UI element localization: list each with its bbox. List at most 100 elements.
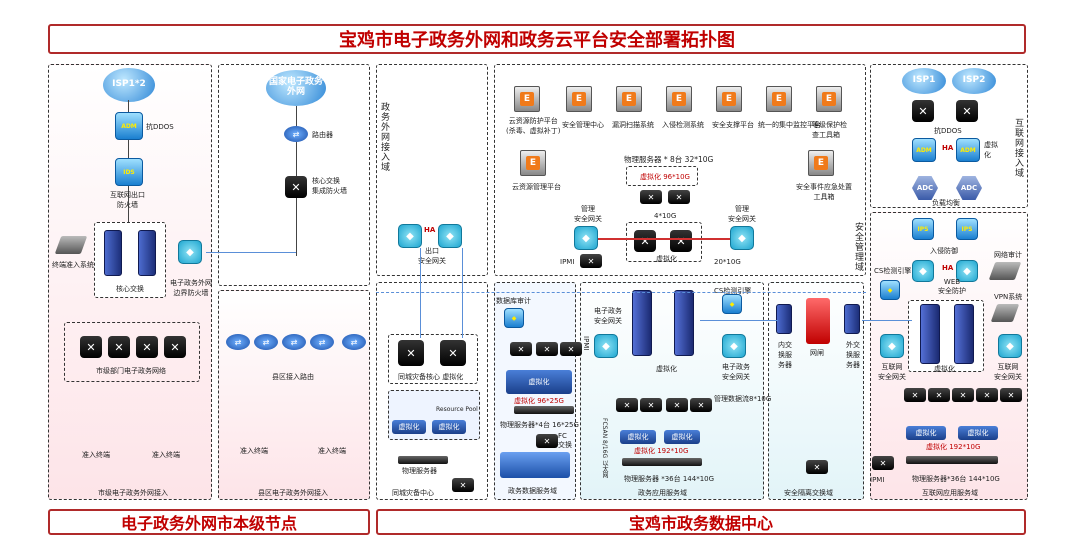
db-audit-icon: ◆ — [504, 308, 524, 328]
county-zone-label: 县区电子政务外网接入 — [258, 489, 328, 497]
internet-fw-2: ADM — [956, 138, 980, 162]
isolation-ipmi-switch: ✕ — [806, 460, 828, 474]
national-egov-cloud: 国家电子政务外网 — [266, 70, 326, 106]
internet-cs-label: CS检测引擎 — [874, 267, 912, 275]
outer-exchange-label: 外交 换服 务器 — [846, 341, 860, 369]
fc-switch-label: FC 交换 — [558, 432, 572, 449]
internet-access-zone — [870, 64, 1028, 208]
mgmt-link-1: 4*10G — [654, 212, 677, 220]
mgmt-phys-switch-2: ✕ — [668, 190, 690, 204]
dept-network-label: 市级部门电子政务网络 — [96, 367, 166, 375]
ipmi-switch: ✕ — [580, 254, 602, 268]
core-integrated-firewall: ✕ — [285, 176, 307, 198]
inet-switch-3: ✕ — [952, 388, 974, 402]
fc-switch: ✕ — [536, 434, 558, 448]
cloud-mgmt-label: 云资源管理平台 — [512, 183, 561, 191]
inet-ipmi-switch: ✕ — [872, 456, 894, 470]
core-switch-label: 核心交换 — [116, 285, 144, 293]
san-label: FCSAN 8/16G 以太网 — [601, 418, 608, 479]
county-router-3: ⇄ — [282, 334, 306, 350]
inet-rack — [906, 456, 998, 464]
internet-core-server-1 — [920, 304, 940, 364]
internet-virt-mid: 虚拟化 — [934, 365, 955, 373]
dr-virt-1: 虚拟化 — [392, 420, 426, 434]
county-router-4: ⇄ — [310, 334, 334, 350]
egov-sec-gw-1-label: 电子政务 安全网关 — [594, 307, 622, 325]
app-switch-4: ✕ — [690, 398, 712, 412]
city-zone-label: 市级电子政务外网接入 — [98, 489, 168, 497]
gap-device — [806, 298, 830, 344]
internet-gw-left: ◆ — [880, 334, 904, 358]
isolation-zone-label: 安全隔离交换域 — [784, 489, 833, 497]
mgmt-gw-left: ◆ — [574, 226, 598, 250]
inet-phys36-label: 物理服务器*36台 144*10G — [912, 475, 1000, 483]
tool-icon-6: E — [766, 86, 792, 112]
data-rack — [514, 406, 574, 414]
isp-switch-2: ✕ — [956, 100, 978, 122]
inet-switch-2: ✕ — [928, 388, 950, 402]
county-router-1: ⇄ — [226, 334, 250, 350]
county-router-2: ⇄ — [254, 334, 278, 350]
inner-exchange-label: 内交 换服 务器 — [778, 341, 792, 369]
fc-storage — [500, 452, 570, 478]
data-switch-1: ✕ — [510, 342, 532, 356]
mgmt-ipmi-label: IPMI — [560, 258, 575, 266]
mgmt-core-switch-1: ✕ — [634, 230, 656, 252]
app-service-zone — [580, 282, 764, 500]
event-tool-label: 安全事件应急处置工具箱 — [796, 183, 852, 201]
ips-2: IPS — [956, 218, 978, 240]
mgmt-vlabel: 安全管理域 — [853, 222, 863, 272]
internet-core-server-2 — [954, 304, 974, 364]
dr-rack — [398, 456, 448, 464]
security-mgmt-zone — [494, 64, 866, 276]
isp-cloud: ISP1*2 — [103, 68, 155, 102]
internet-gw-right-label: 互联网 安全网关 — [994, 363, 1022, 381]
waf-1: ◆ — [912, 260, 934, 282]
phys36-label: 物理服务器 *36台 144*10G — [624, 475, 715, 483]
data-switch-2: ✕ — [536, 342, 558, 356]
app-switch-1: ✕ — [616, 398, 638, 412]
mgmt-core-switch-2: ✕ — [670, 230, 692, 252]
mgmt-phys-switch-1: ✕ — [640, 190, 662, 204]
outlet-firewall-label: 互联网出口 防火墙 — [110, 191, 145, 209]
event-tool-icon: E — [808, 150, 834, 176]
mgmt-core-virt: 虚拟化 — [656, 255, 677, 263]
mgmt-virt-box — [626, 166, 698, 186]
cloud-mgmt-icon: E — [520, 150, 546, 176]
waf-label: WEB 安全防护 — [938, 278, 966, 295]
dr-pool-label: Resource Pool — [436, 406, 478, 413]
isp-switch-1: ✕ — [912, 100, 934, 122]
border-firewall: ◆ — [178, 240, 202, 264]
inet-switch-4: ✕ — [976, 388, 998, 402]
mgmt-phys-label: 物理服务器 * 8台 32*10G — [624, 155, 714, 164]
app-switch-3: ✕ — [666, 398, 688, 412]
data-ipmi-label: IPMI — [582, 336, 590, 351]
access-terminal-1: 准入终端 — [82, 451, 110, 459]
dr-center-zone — [376, 282, 488, 500]
egov-sec-gw-2: ◆ — [722, 334, 746, 358]
data-switch-3: ✕ — [560, 342, 582, 356]
inet-virt-1: 虚拟化 — [906, 426, 946, 440]
tool-icon-7: E — [816, 86, 842, 112]
lb-label: 负载均衡 — [932, 199, 960, 207]
tool-icon-4: E — [666, 86, 692, 112]
phys4-label: 物理服务器*4台 16*25G — [500, 421, 579, 429]
dept-switch-2: ✕ — [108, 336, 130, 358]
tool-label-4: 入侵检测系统 — [662, 121, 704, 129]
app-zone-label: 政务应用服务域 — [638, 489, 687, 497]
app-virt-1: 虚拟化 — [620, 430, 656, 444]
mgmt-gw-right-label: 管理 安全网关 — [728, 205, 756, 223]
county-router-5: ⇄ — [342, 334, 366, 350]
vpn-label: VPN系统 — [994, 293, 1023, 301]
tool-icon-3: E — [616, 86, 642, 112]
inet-switch-1: ✕ — [904, 388, 926, 402]
internet-fw-1: ADM — [912, 138, 936, 162]
dr-core-label: 同城灾备核心 虚拟化 — [398, 373, 464, 381]
dr-core-switch-2: ✕ — [440, 340, 466, 366]
router-icon: ⇄ — [284, 126, 308, 142]
isp1-cloud: ISP1 — [902, 68, 946, 94]
app-rack — [622, 458, 702, 466]
tool-label-7: 等级保护检查工具箱 — [812, 121, 847, 139]
inet-virt-2: 虚拟化 — [958, 426, 998, 440]
page-title: 宝鸡市电子政务外网和政务云平台安全部署拓扑图 — [48, 24, 1026, 54]
